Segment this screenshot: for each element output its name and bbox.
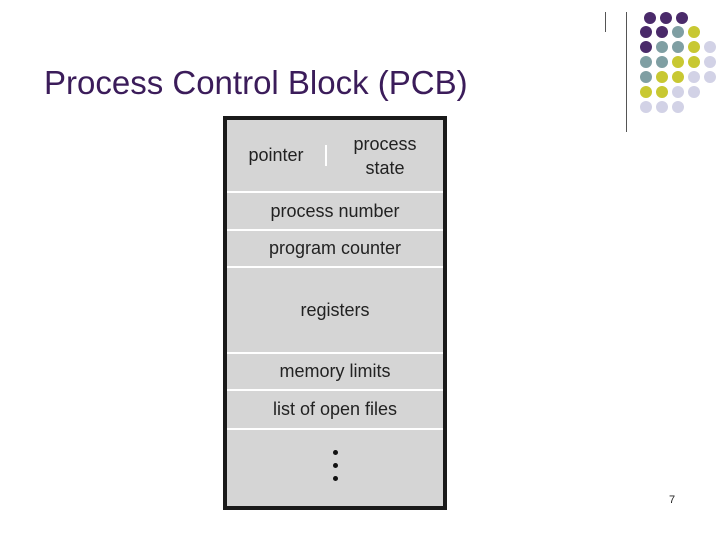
pcb-cell-pointer: pointer <box>227 145 327 166</box>
dot-lavender <box>688 71 700 83</box>
dot-teal <box>640 71 652 83</box>
pcb-label-process-number: process number <box>270 200 400 221</box>
pcb-label-registers: registers <box>300 299 370 320</box>
decorative-line <box>626 12 627 132</box>
pcb-row-process-number: process number <box>227 193 443 231</box>
pcb-row-pointer-state: pointer process state <box>227 120 443 193</box>
pcb-row-registers: registers <box>227 268 443 354</box>
dot-teal <box>656 41 668 53</box>
dot-yellow <box>672 56 684 68</box>
dot-lavender <box>704 41 716 53</box>
pcb-block: pointer process state process number pro… <box>227 120 443 506</box>
dot-teal <box>656 56 668 68</box>
dot-teal <box>640 56 652 68</box>
ellipsis-dot <box>332 450 338 455</box>
pcb-diagram: pointer process state process number pro… <box>223 116 447 510</box>
dot-yellow <box>640 86 652 98</box>
dot-purple <box>640 41 652 53</box>
dot-lavender <box>704 56 716 68</box>
dot-purple <box>644 12 656 24</box>
pcb-label-pointer: pointer <box>248 145 304 165</box>
dot-lavender <box>704 71 716 83</box>
dot-lavender <box>672 86 684 98</box>
dot-lavender <box>688 86 700 98</box>
dot-lavender <box>672 101 684 113</box>
dot-yellow <box>656 71 668 83</box>
dot-teal <box>672 26 684 38</box>
pcb-cell-process-state: process state <box>327 132 443 180</box>
dot-yellow <box>656 86 668 98</box>
dot-purple <box>656 26 668 38</box>
dot-purple <box>676 12 688 24</box>
dot-purple <box>640 26 652 38</box>
pcb-label-open-files: list of open files <box>272 399 398 419</box>
dot-lavender <box>656 101 668 113</box>
pcb-label-memory-limits: memory limits <box>279 361 391 381</box>
ellipsis-dot <box>332 476 338 481</box>
dot-yellow <box>688 26 700 38</box>
dot-yellow <box>688 41 700 53</box>
ellipsis-dot <box>332 463 338 468</box>
pcb-row-program-counter: program counter <box>227 231 443 268</box>
pcb-label-process-state: process state <box>353 133 417 178</box>
dot-yellow <box>672 71 684 83</box>
slide-title: Process Control Block (PCB) <box>44 64 468 101</box>
dot-yellow <box>688 56 700 68</box>
decorative-line-short <box>605 12 606 32</box>
pcb-ellipsis <box>227 446 443 485</box>
page-number: 7 <box>669 494 676 506</box>
dot-lavender <box>640 101 652 113</box>
pcb-row-memory-limits: memory limits <box>227 354 443 391</box>
pcb-row-open-files: list of open files <box>227 391 443 430</box>
dot-purple <box>660 12 672 24</box>
dot-teal <box>672 41 684 53</box>
decorative-dot-grid <box>640 12 720 122</box>
pcb-label-program-counter: program counter <box>268 238 402 258</box>
